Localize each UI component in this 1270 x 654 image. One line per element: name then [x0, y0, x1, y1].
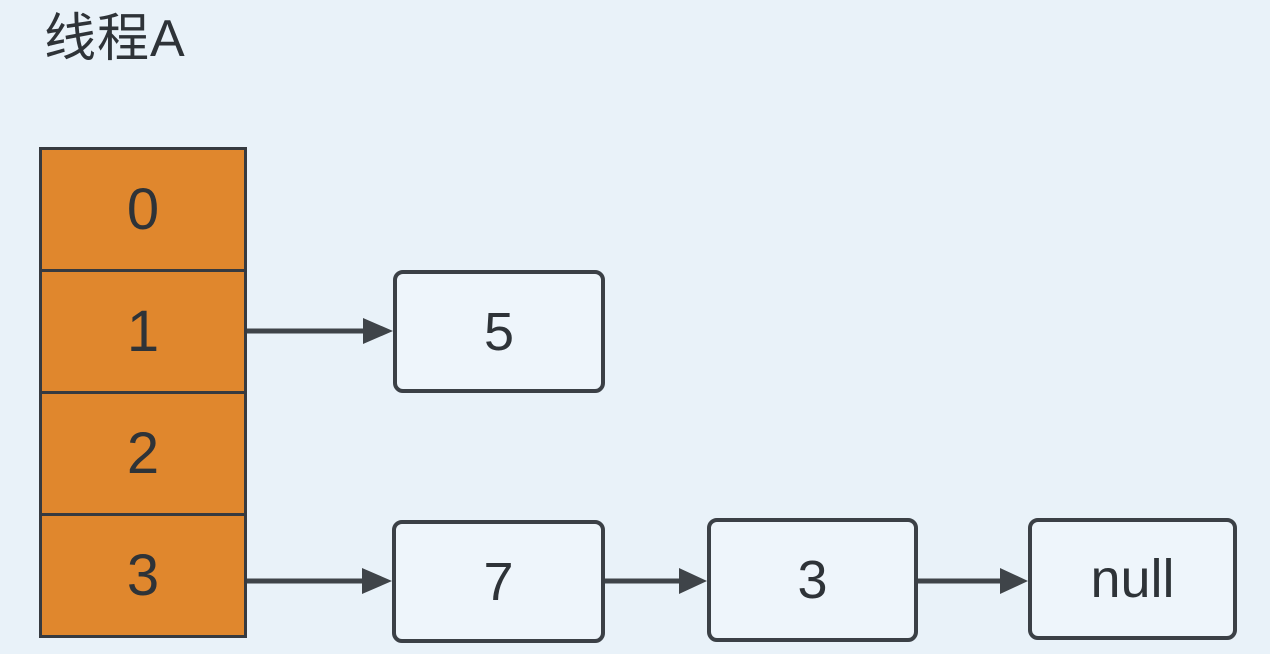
bucket-cell-3: 3 [42, 513, 244, 635]
list-node-3: 3 [707, 518, 918, 642]
bucket-index-label-2: 2 [126, 421, 160, 486]
arrow-bucket3-to-node7-icon [247, 568, 392, 594]
bucket-index-label-1: 1 [126, 299, 160, 364]
bucket-cell-1: 1 [42, 269, 244, 391]
node-value-label: 5 [483, 301, 515, 362]
bucket-cell-2: 2 [42, 391, 244, 513]
list-node-null: null [1028, 518, 1237, 640]
arrow-bucket1-to-node5-icon [247, 318, 393, 344]
bucket-index-label-3: 3 [126, 543, 160, 608]
node-value-label: 7 [483, 551, 514, 612]
bucket-index-label-0: 0 [126, 177, 160, 242]
bucket-array: 0 1 2 3 [39, 147, 247, 638]
arrow-node3-to-nodenull-icon [918, 568, 1028, 594]
thread-label: 线程A [44, 10, 186, 68]
node-value-label: 3 [797, 550, 828, 610]
node-value-label: null [1090, 549, 1175, 609]
list-node-7: 7 [392, 520, 605, 643]
arrow-node7-to-node3-icon [605, 568, 707, 594]
list-node-5: 5 [393, 270, 605, 393]
bucket-cell-0: 0 [42, 150, 244, 269]
